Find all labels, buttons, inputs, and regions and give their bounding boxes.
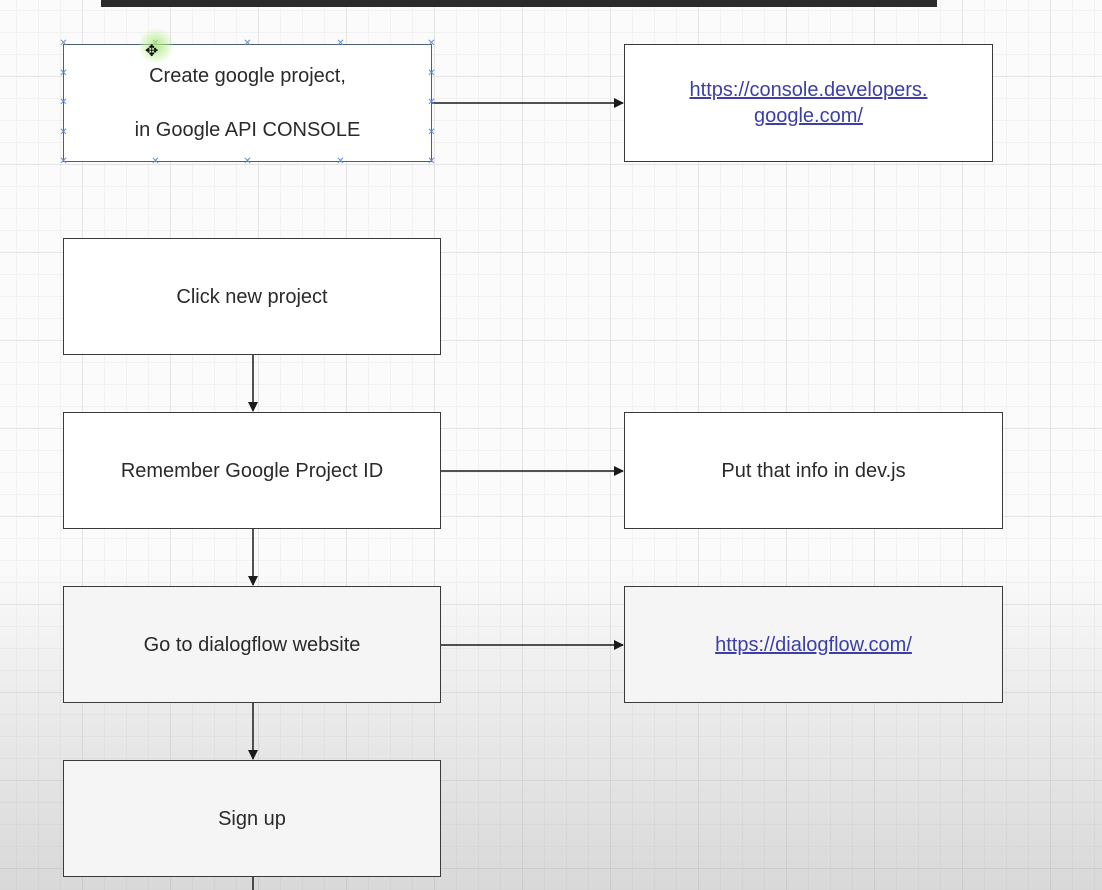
- node-console-link[interactable]: https://console.developers. google.com/: [624, 44, 993, 162]
- node-create-google-project[interactable]: Create google project, in Google API CON…: [63, 44, 432, 162]
- console-link-line2: google.com/: [754, 105, 863, 127]
- node-remember-project-id[interactable]: Remember Google Project ID: [63, 412, 441, 529]
- node-put-info-devjs[interactable]: Put that info in dev.js: [624, 412, 1003, 529]
- put-info-label: Put that info in dev.js: [721, 459, 906, 482]
- selection-handle-icon[interactable]: ✕: [151, 156, 160, 167]
- selection-handle-icon[interactable]: ✕: [427, 68, 436, 79]
- remember-project-id-label: Remember Google Project ID: [120, 459, 384, 482]
- selection-handle-icon[interactable]: ✕: [59, 156, 68, 167]
- console-link[interactable]: https://console.developers. google.com/: [690, 77, 928, 129]
- sign-up-label: Sign up: [218, 807, 286, 830]
- selection-handle-icon[interactable]: ✕: [59, 97, 68, 108]
- top-toolbar-bar: [101, 0, 937, 7]
- node-click-new-project[interactable]: Click new project: [63, 238, 441, 355]
- selection-handle-icon[interactable]: ✕: [427, 156, 436, 167]
- node-dialogflow-link[interactable]: https://dialogflow.com/: [624, 586, 1003, 703]
- dialogflow-link[interactable]: https://dialogflow.com/: [715, 633, 912, 656]
- selection-handle-icon[interactable]: ✕: [336, 156, 345, 167]
- console-link-line1: https://console.developers.: [689, 79, 928, 101]
- move-cursor-icon: ✥: [145, 41, 159, 60]
- node-go-dialogflow[interactable]: Go to dialogflow website: [63, 586, 441, 703]
- create-project-line2: in Google API CONSOLE: [134, 119, 361, 141]
- selection-handle-icon[interactable]: ✕: [243, 38, 252, 49]
- create-project-line1: Create google project,: [149, 65, 346, 87]
- selection-handle-icon[interactable]: ✕: [427, 38, 436, 49]
- go-dialogflow-label: Go to dialogflow website: [143, 633, 361, 656]
- cursor-highlight: [138, 28, 174, 64]
- selection-handle-icon[interactable]: ✕: [59, 68, 68, 79]
- selection-handle-icon[interactable]: ✕: [427, 97, 436, 108]
- selection-handle-icon[interactable]: ✕: [243, 156, 252, 167]
- selection-handle-icon[interactable]: ✕: [427, 127, 436, 138]
- selection-handle-icon[interactable]: ✕: [336, 38, 345, 49]
- click-new-project-label: Click new project: [176, 285, 328, 308]
- selection-handle-icon[interactable]: ✕: [59, 38, 68, 49]
- node-sign-up[interactable]: Sign up: [63, 760, 441, 877]
- selection-handle-icon[interactable]: ✕: [59, 127, 68, 138]
